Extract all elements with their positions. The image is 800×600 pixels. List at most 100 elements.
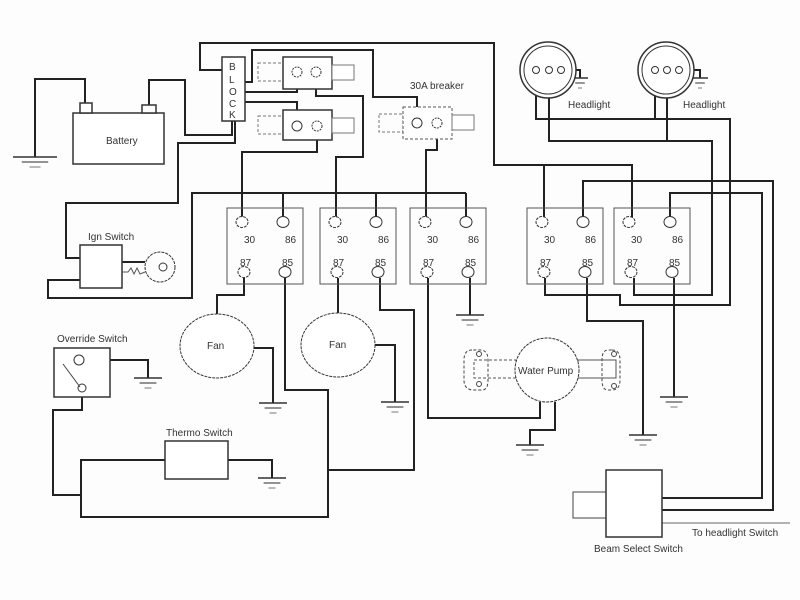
to-headlight-switch-label: To headlight Switch bbox=[692, 528, 778, 539]
relay-pin-label: 30 bbox=[427, 235, 439, 246]
wire bbox=[427, 278, 541, 419]
wire bbox=[328, 278, 415, 471]
relay-terminal bbox=[665, 266, 679, 278]
override-switch-label: Override Switch bbox=[57, 334, 128, 345]
relay-terminal bbox=[578, 266, 592, 278]
wire bbox=[148, 79, 233, 136]
relay-pin-label: 87 bbox=[423, 258, 435, 269]
relay-pin-label: 30 bbox=[544, 235, 556, 246]
relay-pin-label: 30 bbox=[244, 235, 256, 246]
headlight-right-label: Headlight bbox=[683, 100, 725, 111]
wire bbox=[375, 344, 396, 402]
relay-terminal bbox=[237, 266, 251, 278]
breaker-label: 30A breaker bbox=[410, 81, 465, 92]
thermo-switch-label: Thermo Switch bbox=[166, 428, 233, 439]
fan-right: Fan bbox=[300, 312, 376, 378]
wire bbox=[425, 128, 438, 218]
headlight-left: Headlight bbox=[519, 41, 610, 111]
relay-terminal bbox=[461, 266, 475, 278]
ground-icon bbox=[629, 434, 657, 446]
block-letter: B bbox=[229, 62, 236, 73]
relay-terminal bbox=[369, 216, 383, 228]
thermo-switch: Thermo Switch bbox=[164, 428, 233, 480]
water-pump-label: Water Pump bbox=[518, 366, 574, 377]
beam-select-switch: Beam Select Switch To headlight Switch bbox=[572, 469, 778, 555]
ground-icon bbox=[660, 396, 688, 408]
relay-terminal bbox=[418, 216, 432, 228]
fuse-holder-lower bbox=[257, 109, 355, 141]
relay-terminal bbox=[330, 266, 344, 278]
fuse-block: B L O C K bbox=[221, 56, 246, 122]
wire bbox=[52, 392, 83, 496]
block-letter: K bbox=[229, 110, 236, 121]
relay-pin-label: 30 bbox=[337, 235, 349, 246]
beam-select-switch-label: Beam Select Switch bbox=[594, 544, 683, 555]
30a-breaker: 30A breaker bbox=[378, 81, 475, 140]
relay-pin-label: 85 bbox=[282, 258, 294, 269]
wire bbox=[80, 278, 329, 518]
wire bbox=[241, 131, 318, 218]
relay-pin-label: 87 bbox=[627, 258, 639, 269]
wire bbox=[315, 77, 364, 218]
relay-1: 30 86 87 85 bbox=[226, 207, 304, 285]
battery-label: Battery bbox=[106, 136, 138, 147]
fan-left-label: Fan bbox=[207, 341, 224, 352]
relay-terminal bbox=[420, 266, 434, 278]
ground-icon bbox=[692, 77, 708, 89]
ground-icon bbox=[516, 444, 544, 456]
battery: Battery bbox=[72, 102, 165, 165]
water-pump: Water Pump bbox=[463, 337, 621, 403]
ground-icon bbox=[134, 377, 162, 389]
grounds bbox=[13, 77, 708, 489]
headlight-right: Headlight bbox=[637, 41, 725, 111]
wires bbox=[34, 42, 790, 524]
block-letter: O bbox=[229, 87, 237, 98]
relay-terminal bbox=[371, 266, 385, 278]
relay-pin-label: 86 bbox=[672, 235, 684, 246]
wire bbox=[228, 459, 273, 478]
ground-icon bbox=[258, 477, 286, 489]
fan-left: Fan bbox=[179, 313, 255, 379]
wire bbox=[548, 74, 713, 296]
relay-pin-label: 87 bbox=[240, 258, 252, 269]
headlight-left-label: Headlight bbox=[568, 100, 610, 111]
components: Battery B L O C K bbox=[53, 41, 778, 555]
ground-icon bbox=[456, 314, 484, 326]
wire bbox=[662, 192, 763, 499]
relay-terminal bbox=[459, 216, 473, 228]
block-letter: L bbox=[229, 75, 235, 86]
wire bbox=[253, 347, 274, 403]
relay-terminal bbox=[328, 216, 342, 228]
wire bbox=[245, 49, 418, 118]
ground-icon bbox=[13, 156, 57, 168]
relay-terminal bbox=[663, 216, 677, 228]
relay-terminal bbox=[537, 266, 551, 278]
wire bbox=[529, 402, 556, 445]
relay-pin-label: 85 bbox=[582, 258, 594, 269]
relay-pin-label: 30 bbox=[631, 235, 643, 246]
relay-terminal bbox=[622, 216, 636, 228]
ground-icon bbox=[259, 402, 287, 414]
relay-pin-label: 86 bbox=[585, 235, 597, 246]
relay-pin-label: 85 bbox=[375, 258, 387, 269]
relay-pin-label: 85 bbox=[669, 258, 681, 269]
relay-pin-label: 87 bbox=[333, 258, 345, 269]
ground-icon bbox=[381, 401, 409, 413]
relay-terminal bbox=[276, 216, 290, 228]
wire bbox=[586, 278, 644, 435]
relay-pin-label: 85 bbox=[465, 258, 477, 269]
override-switch: Override Switch bbox=[53, 334, 128, 398]
relay-terminal bbox=[235, 216, 249, 228]
relay-5: 30 86 87 85 bbox=[613, 207, 691, 285]
wire bbox=[65, 121, 236, 259]
wire bbox=[199, 42, 633, 218]
relay-pin-label: 86 bbox=[285, 235, 297, 246]
wire bbox=[582, 180, 774, 511]
wire bbox=[216, 278, 245, 314]
relay-terminal bbox=[535, 216, 549, 228]
